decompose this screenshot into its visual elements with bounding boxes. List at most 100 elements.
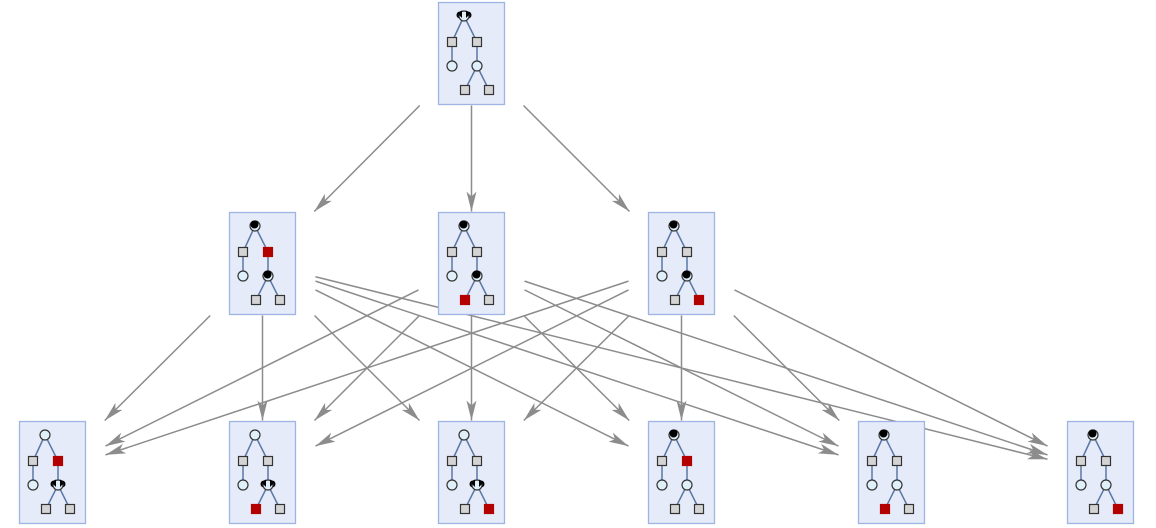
state-node-b2 xyxy=(228,420,297,525)
left-circle xyxy=(446,270,458,282)
edge-m3-b6 xyxy=(734,289,1048,447)
left-circle xyxy=(446,60,458,72)
right-square xyxy=(262,455,274,467)
left-square xyxy=(446,246,458,258)
right-square xyxy=(891,455,903,467)
state-node-m3 xyxy=(647,211,716,316)
right-square xyxy=(681,246,693,258)
right-square xyxy=(1100,455,1112,467)
left-square xyxy=(27,455,39,467)
right-circle xyxy=(469,479,485,491)
node-box xyxy=(1066,420,1135,525)
left-circle xyxy=(656,270,668,282)
edge-m3-b2 xyxy=(315,289,629,447)
root-circle xyxy=(39,429,51,441)
right-circle xyxy=(681,479,693,491)
bottom-right-square xyxy=(693,294,705,306)
node-box xyxy=(647,420,716,525)
right-square xyxy=(681,455,693,467)
node-box xyxy=(437,1,506,106)
node-box xyxy=(437,211,506,316)
left-circle xyxy=(237,270,249,282)
left-square xyxy=(237,455,249,467)
bottom-left-square xyxy=(250,294,262,306)
bottom-right-square xyxy=(483,503,495,515)
left-circle xyxy=(446,479,458,491)
left-square xyxy=(656,246,668,258)
root-circle xyxy=(878,429,890,441)
root-circle xyxy=(458,429,470,441)
root-circle xyxy=(1087,429,1099,441)
state-node-top xyxy=(437,1,506,106)
bottom-left-square xyxy=(459,294,471,306)
edge-m3-b5 xyxy=(733,314,840,422)
state-node-m1 xyxy=(228,211,297,316)
right-square xyxy=(471,455,483,467)
edge-top-m3 xyxy=(522,104,631,213)
node-box xyxy=(857,420,926,525)
edge-m1-b1 xyxy=(104,314,211,422)
left-square xyxy=(656,455,668,467)
root-circle xyxy=(668,220,680,232)
bottom-right-square xyxy=(274,294,286,306)
node-box xyxy=(437,420,506,525)
right-circle xyxy=(262,270,274,282)
bottom-right-square xyxy=(1112,503,1124,515)
state-node-b4 xyxy=(647,420,716,525)
state-node-b5 xyxy=(857,420,926,525)
bottom-right-square xyxy=(483,294,495,306)
left-square xyxy=(237,246,249,258)
bottom-right-square xyxy=(64,503,76,515)
edge-m2-b1 xyxy=(105,289,419,447)
bottom-left-square xyxy=(669,503,681,515)
edge-m3-b3 xyxy=(523,314,630,422)
nodes xyxy=(18,1,1135,525)
state-node-b3 xyxy=(437,420,506,525)
bottom-right-square xyxy=(274,503,286,515)
edge-top-m1 xyxy=(313,104,421,213)
right-circle xyxy=(891,479,903,491)
node-box xyxy=(228,420,297,525)
bottom-left-square xyxy=(40,503,52,515)
right-square xyxy=(471,36,483,48)
left-square xyxy=(866,455,878,467)
right-circle xyxy=(1100,479,1112,491)
node-box xyxy=(228,211,297,316)
root-circle xyxy=(249,220,261,232)
bottom-right-square xyxy=(693,503,705,515)
right-square xyxy=(471,246,483,258)
right-circle xyxy=(50,479,66,491)
right-circle xyxy=(681,270,693,282)
left-circle xyxy=(27,479,39,491)
root-circle xyxy=(456,10,472,22)
edge-m3-b1 xyxy=(105,280,629,456)
bottom-left-square xyxy=(250,503,262,515)
left-circle xyxy=(1075,479,1087,491)
state-node-b6 xyxy=(1066,420,1135,525)
right-circle xyxy=(260,479,276,491)
bottom-left-square xyxy=(879,503,891,515)
left-circle xyxy=(656,479,668,491)
bottom-right-square xyxy=(483,84,495,96)
bottom-left-square xyxy=(1088,503,1100,515)
bottom-left-square xyxy=(669,294,681,306)
left-square xyxy=(1075,455,1087,467)
state-node-b1 xyxy=(18,420,87,525)
bottom-left-square xyxy=(459,503,471,515)
bottom-left-square xyxy=(459,84,471,96)
edges xyxy=(104,104,1048,461)
right-circle xyxy=(471,60,483,72)
left-circle xyxy=(237,479,249,491)
root-circle xyxy=(668,429,680,441)
node-box xyxy=(18,420,87,525)
left-square xyxy=(446,455,458,467)
right-square xyxy=(52,455,64,467)
root-circle xyxy=(458,220,470,232)
root-circle xyxy=(249,429,261,441)
left-square xyxy=(446,36,458,48)
state-node-m2 xyxy=(437,211,506,316)
left-circle xyxy=(866,479,878,491)
node-box xyxy=(647,211,716,316)
bottom-right-square xyxy=(903,503,915,515)
